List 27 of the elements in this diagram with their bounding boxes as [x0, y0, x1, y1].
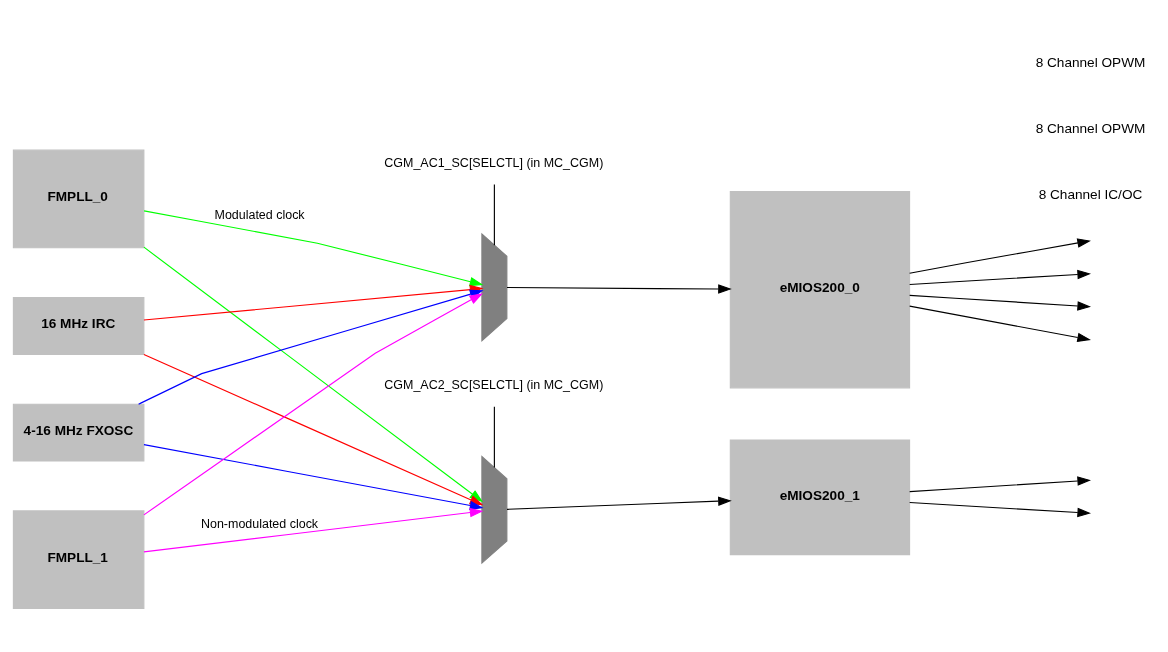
- node-text: CGM_AC1_SC[SELCTL] (in MC_CGM): [384, 155, 604, 170]
- label: 8 Channel OPWM: [1035, 121, 1146, 137]
- arrow: [909, 305, 1091, 343]
- arrow: [143, 507, 484, 553]
- arrow: [143, 210, 484, 287]
- edge-label: Non-modulated clock: [200, 516, 319, 531]
- node-text: CGM_AC2_SC[SELCTL] (in MC_CGM): [384, 378, 604, 393]
- node-trapezoid: [481, 455, 508, 565]
- arrow: [909, 476, 1091, 493]
- label: 8 Channel OPWM: [1035, 55, 1146, 71]
- node-box: 16 MHz IRC: [12, 297, 145, 355]
- arrow: [909, 269, 1091, 286]
- arrow: [506, 496, 732, 510]
- node-box: 4-16 MHz FXOSC: [12, 403, 145, 462]
- label: 8 Channel IC/OC: [1038, 187, 1143, 203]
- node-box: eMIOS200_0: [729, 191, 911, 389]
- node-box: FMPLL_1: [12, 510, 145, 610]
- node-box: eMIOS200_1: [729, 439, 911, 556]
- connector: [493, 406, 495, 469]
- node-trapezoid: [481, 232, 508, 342]
- connector: [493, 183, 495, 246]
- arrow: [909, 294, 1091, 311]
- edge-label: Modulated clock: [214, 208, 305, 223]
- arrow: [909, 238, 1091, 274]
- node-box: FMPLL_0: [12, 149, 145, 249]
- arrow: [506, 284, 732, 294]
- arrow: [909, 501, 1091, 518]
